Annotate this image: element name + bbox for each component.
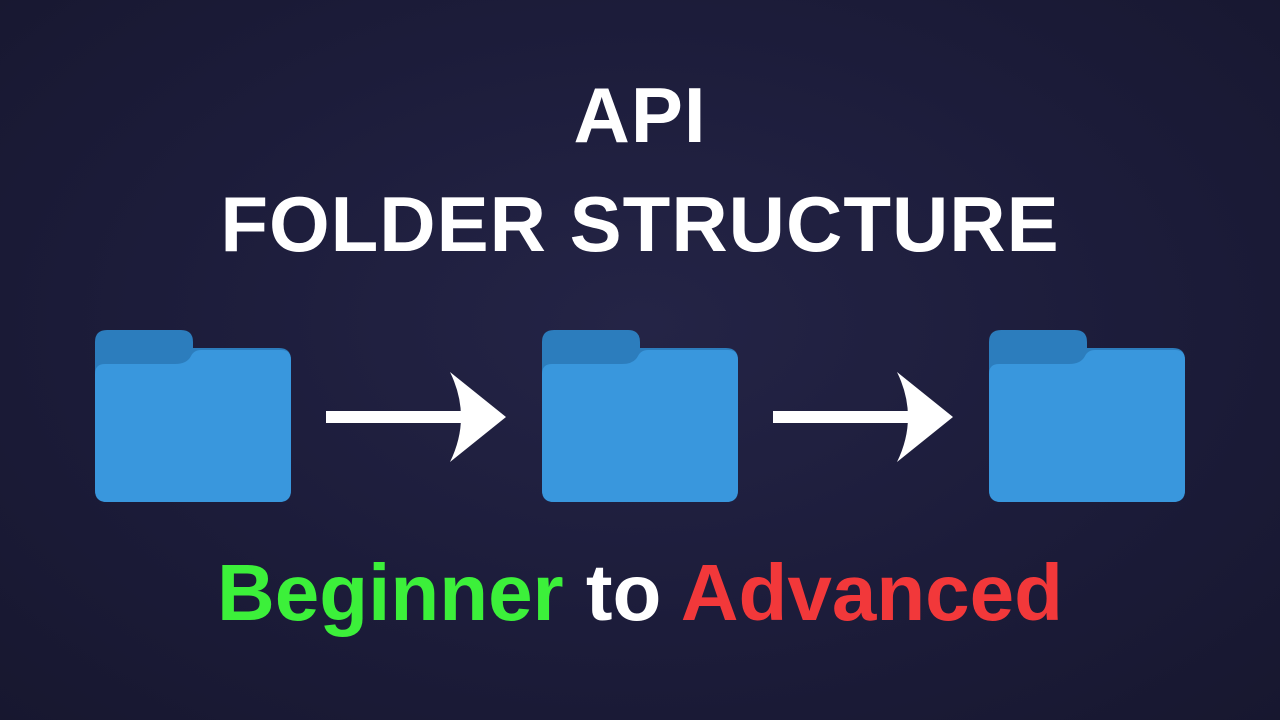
subtitle-to: to xyxy=(563,548,681,637)
folder-icon xyxy=(989,330,1185,502)
folder-icon xyxy=(542,330,738,502)
subtitle-advanced: Advanced xyxy=(680,548,1064,637)
arrow-right-icon xyxy=(773,372,953,462)
subtitle: Beginner to Advanced xyxy=(0,553,1280,633)
subtitle-beginner: Beginner xyxy=(216,548,564,637)
title-line-1: API xyxy=(573,71,707,159)
arrow-right-icon xyxy=(326,372,506,462)
title-line-2: FOLDER STRUCTURE xyxy=(220,180,1060,268)
folder-icon xyxy=(95,330,291,502)
